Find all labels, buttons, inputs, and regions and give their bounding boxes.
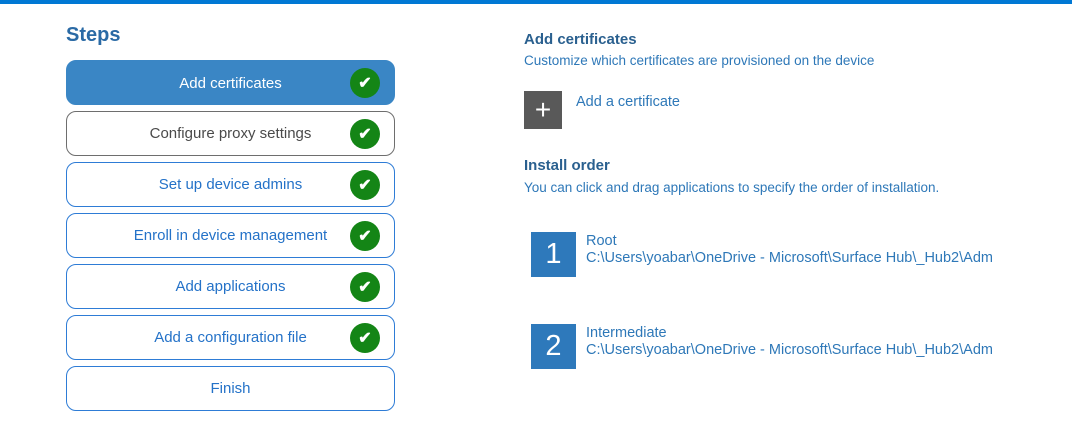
install-order-title: Install order [524,157,610,174]
step-configure-proxy-settings[interactable]: Configure proxy settings ✔ [66,111,395,156]
step-label: Finish [210,380,251,397]
add-certificate-label[interactable]: Add a certificate [576,94,680,110]
check-circle-icon: ✔ [350,67,380,98]
step-set-up-device-admins[interactable]: Set up device admins ✔ [66,162,395,207]
step-label: Set up device admins [158,176,303,193]
check-circle-icon: ✔ [350,169,380,200]
step-finish[interactable]: Finish [66,366,395,411]
certificate-path: C:\Users\yoabar\OneDrive - Microsoft\Sur… [586,250,993,266]
order-number-badge: 1 [531,232,576,277]
order-number-badge: 2 [531,324,576,369]
step-add-certificates[interactable]: Add certificates ✔ [66,60,395,105]
step-label: Add a configuration file [154,329,307,346]
install-order-description: You can click and drag applications to s… [524,180,940,195]
plus-icon: + [534,94,552,125]
install-order-item-root[interactable]: 1 Root C:\Users\yoabar\OneDrive - Micros… [531,232,1010,277]
panel-subtitle: Customize which certificates are provisi… [524,53,875,68]
check-circle-icon: ✔ [350,271,380,302]
check-circle-icon: ✔ [350,118,380,149]
certificate-name: Root [586,233,617,249]
steps-title: Steps [66,24,121,46]
step-label: Add applications [175,278,286,295]
check-circle-icon: ✔ [350,322,380,353]
add-certificate-row: + Add a certificate [524,91,680,129]
panel-title: Add certificates [524,31,637,48]
certificate-info: Intermediate C:\Users\yoabar\OneDrive - … [586,324,1010,359]
step-label: Configure proxy settings [149,125,312,142]
certificate-info: Root C:\Users\yoabar\OneDrive - Microsof… [586,232,1010,267]
step-label: Add certificates [179,75,282,92]
certificate-path: C:\Users\yoabar\OneDrive - Microsoft\Sur… [586,342,993,358]
step-label: Enroll in device management [133,227,328,244]
step-enroll-in-device-management[interactable]: Enroll in device management ✔ [66,213,395,258]
steps-sidebar: Steps Add certificates ✔ Configure proxy… [66,24,395,417]
top-accent-bar [0,0,1072,4]
check-circle-icon: ✔ [350,220,380,251]
certificate-name: Intermediate [586,325,667,341]
step-content-panel: Add certificates Customize which certifi… [524,0,1044,443]
install-order-item-intermediate[interactable]: 2 Intermediate C:\Users\yoabar\OneDrive … [531,324,1010,369]
add-certificate-button[interactable]: + [524,91,562,129]
step-add-a-configuration-file[interactable]: Add a configuration file ✔ [66,315,395,360]
step-add-applications[interactable]: Add applications ✔ [66,264,395,309]
